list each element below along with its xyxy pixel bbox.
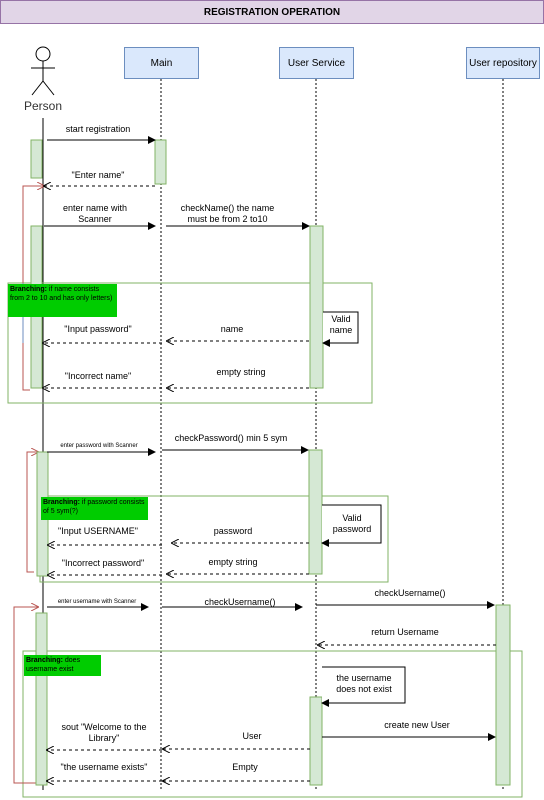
fragment-label-1-keyword: Branching: xyxy=(10,286,47,293)
label-m3: enter name with Scanner xyxy=(62,203,128,224)
activation-user-repository xyxy=(495,604,511,786)
label-m20: User xyxy=(242,731,262,741)
fragment-label-3-text: does username exist xyxy=(26,657,81,673)
label-m2: "Enter name" xyxy=(71,170,125,180)
fragment-label-1: Branching: if name consists from 2 to 10… xyxy=(8,284,117,317)
label-m19: sout "Welcome to the Library" xyxy=(61,722,147,743)
activation-user-service-1 xyxy=(309,225,324,389)
fragment-label-2-keyword: Branching: xyxy=(43,499,80,506)
label-m12: password xyxy=(213,526,253,536)
label-m21: create new User xyxy=(384,720,450,730)
person-label: Person xyxy=(24,99,63,113)
label-m1: start registration xyxy=(65,124,131,134)
header-main: Main xyxy=(124,47,199,79)
fragment-label-1-text: if name consists from 2 to 10 and has on… xyxy=(10,286,113,302)
label-m9: enter password with Scanner xyxy=(60,443,138,449)
header-user-repository: User repository xyxy=(466,47,540,79)
loop-back-3 xyxy=(13,607,38,784)
loop-back-2 xyxy=(26,452,38,573)
fragment-name-check xyxy=(7,282,373,404)
label-m16: checkUsername() xyxy=(204,597,276,607)
fragment-label-3: Branching: does username exist xyxy=(24,655,101,676)
label-m13: "Incorrect password" xyxy=(61,558,145,568)
fragment-label-2: Branching: if password consists of 5 sym… xyxy=(41,497,148,520)
label-m8: empty string xyxy=(216,367,266,377)
label-m18: return Username xyxy=(371,627,439,637)
label-m22: "the username exists" xyxy=(60,762,148,772)
person-actor-icon xyxy=(31,46,55,96)
activation-user-service-3 xyxy=(309,696,323,786)
label-m6: name xyxy=(220,324,244,334)
header-user-service: User Service xyxy=(279,47,354,79)
fragment-username-check xyxy=(22,650,523,798)
activation-person-1 xyxy=(30,139,43,179)
fragment-label-3-keyword: Branching: xyxy=(26,657,63,664)
fragment-label-2-text: if password consists of 5 sym(?) xyxy=(43,499,145,515)
label-m7: "Incorrect name" xyxy=(64,371,132,381)
self-call-valid-password xyxy=(321,504,382,547)
self-call-label-username-not-exist: the username does not exist xyxy=(336,673,392,694)
diagram-title: REGISTRATION OPERATION xyxy=(0,0,544,24)
activation-main-1 xyxy=(154,139,167,185)
label-m10: checkPassword() min 5 sym xyxy=(174,433,288,443)
self-call-label-valid-name: Valid name xyxy=(329,314,353,335)
label-m14: empty string xyxy=(208,557,258,567)
activation-person-4 xyxy=(35,612,48,786)
self-call-username-not-exist xyxy=(321,666,406,707)
self-call-label-valid-password: Valid password xyxy=(332,513,372,534)
self-call-valid-name xyxy=(322,311,359,347)
label-m23: Empty xyxy=(232,762,258,772)
activation-user-service-2 xyxy=(308,449,323,575)
label-m11: "Input USERNAME" xyxy=(58,526,138,536)
label-m17: checkUsername() xyxy=(374,588,446,598)
label-m4: checkName() the name must be from 2 to10 xyxy=(180,203,275,224)
label-m15: enter username with Scanner xyxy=(57,599,137,605)
label-m5: "Input password" xyxy=(64,324,132,334)
